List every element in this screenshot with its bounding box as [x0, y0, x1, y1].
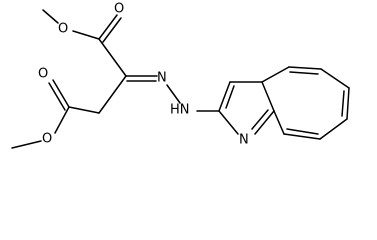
- bond-c8-c8a-a: [283, 133, 321, 140]
- bond-c6-c7-b: [341, 90, 345, 117]
- hydrazone-linkage: [125, 75, 220, 112]
- bond-methyl1-o: [42, 9, 59, 24]
- bond-c7-c8: [319, 118, 348, 140]
- bond-c2-ch2: [98, 75, 127, 114]
- bond-c4-c5-a: [288, 66, 322, 70]
- bond-c6-c7-a: [346, 87, 350, 120]
- bond-c8-c8a-b: [286, 128, 319, 135]
- bond-c1-o-double-a: [98, 14, 118, 40]
- atom-o-ester1-carbonyl: O: [114, 2, 124, 17]
- bond-n1-c2prime: [218, 110, 239, 135]
- bond-c1-o-double-b: [102, 17, 122, 43]
- atom-o-ester2-carbonyl: O: [38, 67, 48, 82]
- bond-c3a-c8a: [261, 81, 275, 112]
- atom-o-ester2-ether: O: [42, 132, 52, 147]
- atom-n-ring: N: [239, 133, 249, 148]
- bond-c4-o-double-b: [48, 82, 66, 111]
- atom-n-imine: N: [157, 71, 167, 86]
- bond-c8a-n1-a: [254, 110, 275, 135]
- bond-c2prime-c3-a: [218, 81, 231, 112]
- azaazulene-ring: [218, 66, 350, 140]
- methyl-ester-top: [42, 9, 127, 77]
- bond-o-c1: [72, 30, 100, 40]
- bond-c4-c5-b: [289, 71, 319, 75]
- atom-nh-hydrazone: HN: [170, 103, 190, 118]
- bond-c1-c2: [98, 38, 127, 77]
- molecule-diagram: O O O O N HN N: [11, 2, 350, 149]
- structure-canvas: O O O O N HN N: [11, 2, 350, 149]
- bond-c8a-n1-b: [251, 109, 269, 130]
- bond-c4-o-double-a: [52, 79, 70, 108]
- bond-o-methyl2: [11, 140, 42, 149]
- bond-ch2-c4: [68, 106, 100, 114]
- atom-o-ester1-ether: O: [58, 22, 68, 37]
- bond-c8a-link: [273, 110, 285, 135]
- bond-n-nh: [166, 84, 181, 104]
- bond-c5-c6: [320, 68, 350, 89]
- bond-c3a-c4: [261, 66, 290, 83]
- bond-c2prime-c3-b: [225, 85, 235, 109]
- bond-c4-o-ether: [54, 106, 70, 134]
- methyl-ester-bottom: [11, 75, 127, 149]
